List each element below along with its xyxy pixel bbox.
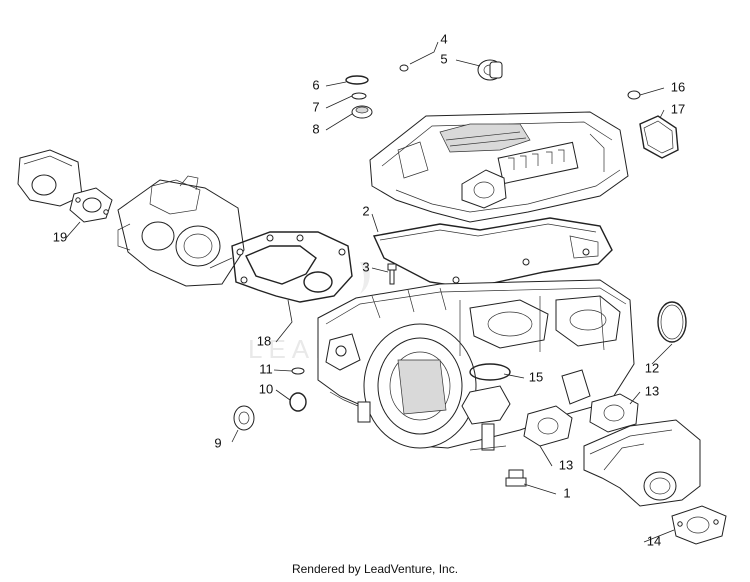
gasket-14 (671, 505, 727, 545)
render-credit: Rendered by LeadVenture, Inc. (291, 562, 459, 576)
plug-1 (505, 469, 527, 487)
o-ring-11 (291, 367, 305, 375)
valve-cover (369, 111, 629, 223)
callout-3: 3 (362, 259, 369, 274)
callout-19: 19 (53, 229, 67, 244)
seal-9 (233, 405, 255, 431)
callout-15: 15 (529, 369, 543, 384)
callout-7: 7 (312, 99, 319, 114)
seal-8 (351, 105, 373, 119)
cylinder-head (317, 279, 635, 451)
o-ring-12 (657, 301, 687, 343)
gasket-13-lower (523, 405, 573, 447)
callout-2: 2 (362, 203, 369, 218)
gasket-2 (372, 217, 613, 289)
o-ring-16 (627, 90, 641, 100)
gasket-18 (231, 231, 353, 303)
callout-13-lower: 13 (559, 457, 573, 472)
callout-9: 9 (214, 435, 221, 450)
callout-14: 14 (647, 533, 661, 548)
o-ring-7 (351, 92, 367, 100)
callout-6: 6 (312, 77, 319, 92)
intake-manifold (117, 175, 245, 287)
callout-1: 1 (563, 485, 570, 500)
callout-10: 10 (259, 381, 273, 396)
leader-lines (65, 41, 675, 543)
o-ring-15 (469, 363, 511, 381)
intake-elbow-left (17, 149, 83, 207)
callout-12: 12 (645, 360, 659, 375)
callout-8: 8 (312, 121, 319, 136)
gasket-17 (639, 115, 679, 159)
exhaust-manifold (583, 419, 701, 507)
callout-18: 18 (257, 333, 271, 348)
gasket-13-upper (589, 393, 639, 433)
gasket-19 (69, 187, 113, 223)
o-ring-10 (289, 392, 307, 412)
callout-11: 11 (259, 361, 273, 376)
o-ring-6 (345, 75, 369, 85)
callout-17: 17 (671, 101, 685, 116)
o-ring-4 (399, 64, 409, 72)
cap-5 (477, 59, 503, 81)
callout-13-upper: 13 (645, 383, 659, 398)
callout-labels: 1 2 3 4 5 6 7 8 9 10 11 12 13 13 14 15 1… (53, 31, 685, 548)
callout-16: 16 (671, 79, 685, 94)
bolt-3 (387, 263, 397, 285)
callout-4: 4 (440, 31, 447, 46)
callout-5: 5 (440, 51, 447, 66)
